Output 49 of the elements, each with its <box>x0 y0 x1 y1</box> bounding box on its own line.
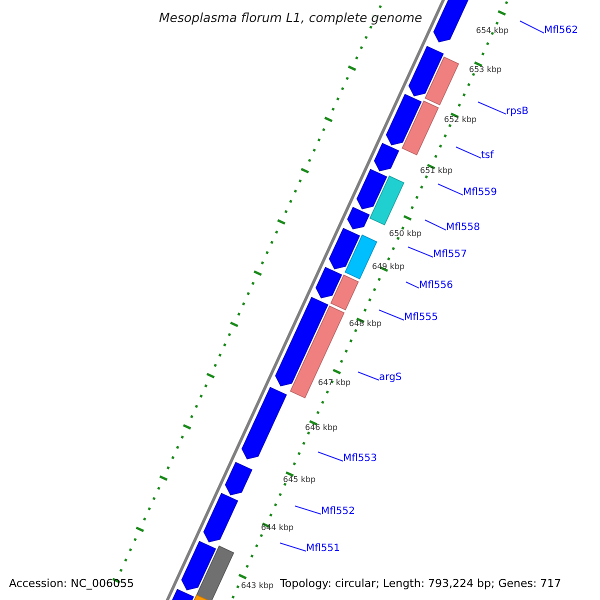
leader-line <box>358 372 380 381</box>
scale-label: 651 kbp <box>420 166 453 176</box>
scale-label: 643 kbp <box>241 581 274 591</box>
gene-label: tsf <box>481 149 494 162</box>
gene-glyph <box>386 94 422 146</box>
gene-label: Mfl559 <box>463 186 498 199</box>
leader-line <box>408 246 434 258</box>
gene-label: Mfl551 <box>306 542 340 555</box>
leader-line <box>280 542 306 552</box>
scale-label: 644 kbp <box>261 523 294 533</box>
gene-glyph <box>356 168 388 210</box>
gene-glyph <box>181 540 216 590</box>
gene-label: Mfl557 <box>433 248 468 261</box>
scale-label: 645 kbp <box>283 475 316 485</box>
gene-label: Mfl552 <box>321 505 356 518</box>
scale-label: 648 kbp <box>349 319 382 329</box>
gene-block <box>330 274 359 310</box>
gene-glyph <box>347 206 370 230</box>
gene-glyph <box>316 266 342 298</box>
scale-label: 650 kbp <box>389 229 422 239</box>
scale-label: 652 kbp <box>444 115 477 125</box>
scale-label: 647 kbp <box>318 378 351 388</box>
gene-label: Mfl555 <box>404 311 438 324</box>
gene-label: rpsB <box>506 105 529 118</box>
leader-line <box>424 220 446 231</box>
gene-label: Mfl553 <box>343 452 378 465</box>
gene-glyph <box>328 228 360 270</box>
gene-glyph <box>408 46 444 96</box>
gene-glyph <box>374 142 400 172</box>
leader-line <box>406 282 420 289</box>
gene-label: Mfl558 <box>446 221 480 234</box>
leader-line <box>478 102 506 115</box>
scale-label: 649 kbp <box>372 262 405 272</box>
scale-label: 646 kbp <box>305 423 338 433</box>
genome-summary-text: Topology: circular; Length: 793,224 bp; Genes: 717 <box>280 576 562 591</box>
leader-line <box>378 310 404 321</box>
gene-label: Mfl556 <box>419 279 454 292</box>
gene-glyph <box>242 386 287 460</box>
scale-label: 653 kbp <box>469 65 502 75</box>
leader-line <box>318 452 344 462</box>
leader-line <box>456 146 482 159</box>
gene-label: argS <box>379 371 402 384</box>
gene-glyph <box>203 492 238 542</box>
leader-line <box>438 184 464 196</box>
gene-label: Mfl562 <box>544 24 578 37</box>
accession-text: Accession: NC_006055 <box>9 576 134 591</box>
gene-glyph <box>224 462 252 496</box>
leader-line <box>294 506 322 515</box>
leader-line <box>520 20 544 34</box>
